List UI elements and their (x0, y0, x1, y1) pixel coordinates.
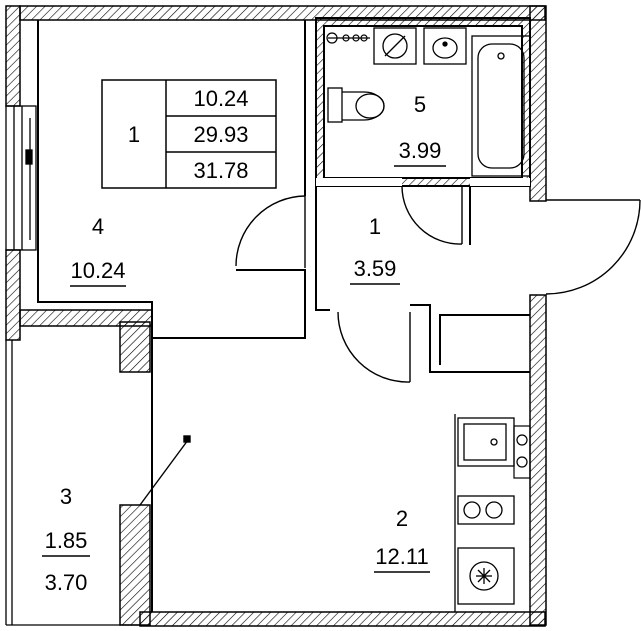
room-label-4: 4 10.24 (70, 214, 126, 287)
room4-bottom-wall (19, 309, 153, 327)
window-icon (5, 105, 37, 251)
left-wall-upper (5, 5, 21, 107)
interior-walls (37, 17, 531, 612)
stove-icon (457, 495, 515, 525)
left-wall-mid (5, 249, 21, 341)
summary-table: 1 10.24 29.93 31.78 (101, 79, 277, 189)
room-area: 12.11 (375, 544, 428, 569)
living-area-value: 10.24 (193, 86, 248, 111)
toilet-icon (327, 87, 385, 123)
room-number: 2 (396, 506, 408, 531)
room-label-5: 5 3.99 (394, 92, 446, 167)
balcony-partition (119, 321, 151, 373)
room-label-2: 2 12.11 (374, 506, 430, 573)
fridge-icon (457, 547, 515, 605)
total-area-value: 29.93 (193, 122, 248, 147)
room-number: 4 (92, 214, 104, 239)
room-area: 3.59 (354, 256, 397, 281)
room-label-3: 3 1.85 3.70 (42, 484, 90, 595)
room-number: 5 (414, 92, 426, 117)
meter-panel-icon (326, 32, 370, 44)
room-area: 1.85 (45, 528, 88, 553)
room-area-full: 3.70 (45, 570, 88, 595)
right-wall-lower (529, 294, 547, 626)
sink-icon (457, 417, 515, 467)
room-label-1: 1 3.59 (350, 214, 400, 285)
room-number: 3 (60, 484, 72, 509)
bottom-wall (139, 611, 546, 627)
washbasin-icon (423, 27, 467, 65)
rooms-count: 1 (128, 122, 140, 147)
room-area: 3.99 (399, 138, 442, 163)
right-wall-upper (529, 5, 547, 202)
balcony-partition-low (119, 504, 151, 626)
room-area: 10.24 (70, 258, 125, 283)
door-swing-icon (139, 185, 641, 506)
gas-meter-icon (513, 425, 531, 479)
boiler-icon (373, 27, 417, 65)
balcony-glazing (5, 340, 140, 626)
bathtub-icon (471, 35, 531, 177)
room-number: 1 (369, 214, 381, 239)
total-area-with-balcony-value: 31.78 (193, 158, 248, 183)
